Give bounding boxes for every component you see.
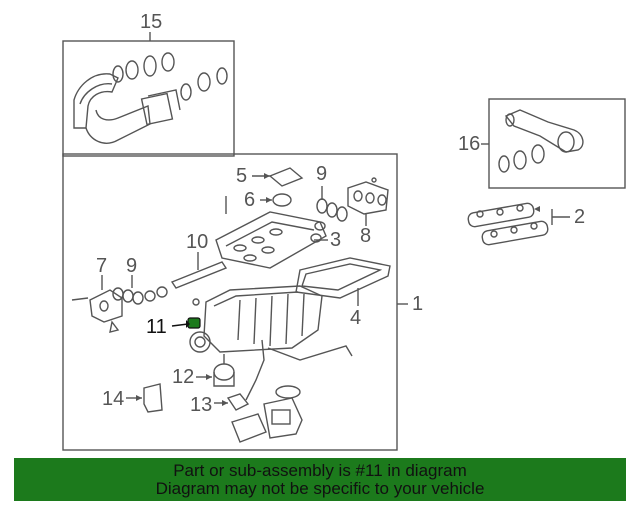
callout-12: 12 [172,366,195,388]
callout-3: 3 [330,229,342,251]
clamps-16 [498,144,545,173]
box-15 [62,40,235,157]
fuel-rail-10 [170,261,228,289]
seal-6 [272,193,292,207]
sensor-12 [213,354,235,387]
callout-5: 5 [236,165,248,187]
harness-13 [226,339,301,411]
elbow-8 [347,177,389,215]
banner-line-2: Diagram may not be specific to your vehi… [155,479,485,498]
arrow-14 [136,395,142,401]
callout-11: 11 [146,316,167,338]
callout-16: 16 [458,133,481,155]
gaskets-9-upper [316,198,348,222]
callout-7: 7 [96,255,108,277]
seal-3 [310,233,322,243]
gasket-2 [467,202,549,246]
arrow-6 [266,197,272,203]
callout-14: 14 [102,388,125,410]
arrow-2a [534,206,540,212]
bracket-7 [71,289,123,333]
bracket-14 [143,383,163,413]
callout-2: 2 [574,206,586,228]
box-16 [488,98,626,189]
arrow-13 [222,400,228,406]
callout-6: 6 [244,189,256,211]
callout-9-upper: 9 [316,163,328,185]
plenum-cover [215,196,327,269]
gaskets-9-lower [112,286,168,305]
callout-1: 1 [412,293,424,315]
callout-10: 10 [186,231,209,253]
leader-2 [551,209,570,225]
bracket-5 [268,167,304,187]
clamps-15 [112,52,228,101]
parts-diagram [62,32,626,451]
coolant-hose-16 [504,109,584,153]
callout-13: 13 [190,394,213,416]
callout-15: 15 [140,11,163,33]
banner-line-1: Part or sub-assembly is #11 in diagram [173,461,467,480]
part-11-highlighted [171,317,201,329]
arrow-5 [264,173,270,179]
info-banner: Part or sub-assembly is #11 in diagram D… [14,458,626,501]
intake-hose-assembly-15 [73,73,181,144]
lower-gaskets [231,397,303,443]
callout-4: 4 [350,307,362,329]
gasket-4 [295,257,391,299]
callout-9-lower: 9 [126,255,138,277]
callout-8: 8 [360,225,372,247]
arrow-12 [206,374,212,380]
box-1 [62,153,398,451]
supercharger-housing [189,285,353,361]
